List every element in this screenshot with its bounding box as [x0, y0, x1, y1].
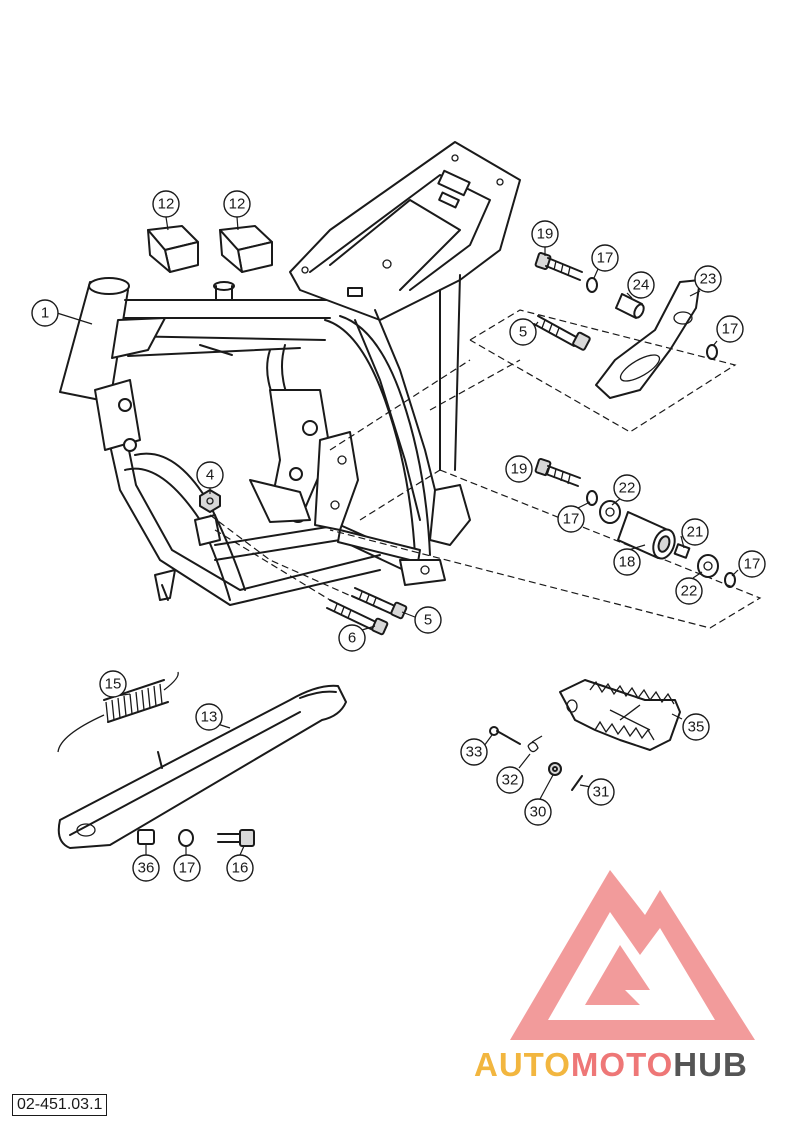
- svg-text:33: 33: [466, 744, 483, 761]
- assembly-guide-lines: [209, 309, 762, 629]
- svg-text:31: 31: [593, 784, 610, 801]
- callout-17-lower: 17: [557, 505, 585, 533]
- svg-text:36: 36: [138, 860, 155, 877]
- svg-text:19: 19: [537, 226, 554, 243]
- part-24-spacer: [615, 293, 645, 319]
- part-5-bolt-upper: [533, 315, 591, 351]
- watermark-part-moto: MOTO: [570, 1046, 674, 1083]
- callout-17-bracket: 17: [716, 315, 744, 343]
- part-22-bushing-lower: [697, 554, 719, 578]
- callout-22-upper: 22: [613, 474, 641, 502]
- svg-text:6: 6: [348, 630, 356, 647]
- svg-text:17: 17: [744, 556, 761, 573]
- watermark-part-auto: AUTO: [474, 1046, 571, 1083]
- part-33-pin: [489, 726, 521, 745]
- svg-text:24: 24: [633, 277, 650, 294]
- callout-23: 23: [694, 265, 722, 293]
- svg-text:22: 22: [619, 480, 636, 497]
- svg-text:19: 19: [511, 461, 528, 478]
- part-16-bolt: [217, 829, 255, 847]
- callout-32: 32: [496, 766, 524, 794]
- svg-text:22: 22: [681, 583, 698, 600]
- part-15-spring: [57, 671, 179, 753]
- callout-35: 35: [682, 713, 710, 741]
- part-12-guard-right: [219, 225, 273, 273]
- part-17-washer-lower: [586, 490, 598, 506]
- callout-5-lower: 5: [414, 606, 442, 634]
- svg-text:17: 17: [179, 860, 196, 877]
- part-13-sidestand: [57, 684, 347, 849]
- part-17-washer-end: [724, 572, 736, 588]
- callout-6: 6: [338, 624, 366, 652]
- svg-text:15: 15: [105, 676, 122, 693]
- callout-18: 18: [613, 548, 641, 576]
- callout-4: 4: [196, 461, 224, 489]
- svg-text:12: 12: [229, 196, 246, 213]
- part-31-cotter: [571, 775, 583, 791]
- svg-text:5: 5: [424, 612, 432, 629]
- part-6-bolt: [326, 599, 389, 636]
- part-17-washer-bracket: [706, 344, 718, 360]
- callout-1: 1: [31, 299, 59, 327]
- svg-text:5: 5: [519, 324, 527, 341]
- callout-33: 33: [460, 738, 488, 766]
- svg-text:17: 17: [722, 321, 739, 338]
- part-35-footpeg: [559, 679, 681, 751]
- callout-12-left: 12: [152, 190, 180, 218]
- part-18-roller: [617, 511, 676, 560]
- part-19-bolt-upper: [534, 252, 583, 281]
- part-19-bolt-lower: [534, 458, 581, 487]
- catalog-code: 02-451.03.1: [12, 1094, 108, 1116]
- part-5-bolt-lower: [351, 587, 408, 620]
- svg-text:12: 12: [158, 196, 175, 213]
- callout-17-upper: 17: [591, 244, 619, 272]
- callout-36: 36: [132, 854, 160, 882]
- svg-text:16: 16: [232, 860, 249, 877]
- svg-text:30: 30: [530, 804, 547, 821]
- watermark-part-hub: HUB: [673, 1046, 748, 1083]
- part-12-guard-left: [147, 225, 199, 273]
- callout-17-stand: 17: [173, 854, 201, 882]
- callout-13: 13: [195, 703, 223, 731]
- svg-text:1: 1: [41, 305, 49, 322]
- callout-31: 31: [587, 778, 615, 806]
- part-22-bushing-upper: [599, 500, 621, 524]
- svg-text:18: 18: [619, 554, 636, 571]
- part-21-sleeve: [673, 543, 691, 559]
- svg-text:17: 17: [563, 511, 580, 528]
- part-36-bushing: [137, 829, 155, 845]
- callout-19-upper: 19: [531, 220, 559, 248]
- callout-16: 16: [226, 854, 254, 882]
- svg-text:4: 4: [206, 467, 214, 484]
- part-30-washer: [548, 762, 562, 776]
- svg-text:13: 13: [201, 709, 218, 726]
- callout-21: 21: [681, 518, 709, 546]
- callout-19-lower: 19: [505, 455, 533, 483]
- svg-text:21: 21: [687, 524, 704, 541]
- part-17-washer-stand: [178, 829, 194, 847]
- callout-24: 24: [627, 271, 655, 299]
- callout-15: 15: [99, 670, 127, 698]
- svg-text:35: 35: [688, 719, 705, 736]
- callout-12-right: 12: [223, 190, 251, 218]
- watermark-logo-icon: [510, 870, 755, 1040]
- svg-text:32: 32: [502, 772, 519, 789]
- svg-text:23: 23: [700, 271, 717, 288]
- callout-5-upper: 5: [509, 318, 537, 346]
- main-frame: [59, 141, 521, 606]
- callout-17-end: 17: [738, 550, 766, 578]
- callout-22-lower: 22: [675, 577, 703, 605]
- svg-text:17: 17: [597, 250, 614, 267]
- part-17-washer-upper: [586, 277, 598, 293]
- watermark-text: AUTOMOTOHUB: [474, 1046, 748, 1084]
- part-23-bracket: [595, 279, 701, 399]
- callout-30: 30: [524, 798, 552, 826]
- part-32-spring: [527, 735, 543, 753]
